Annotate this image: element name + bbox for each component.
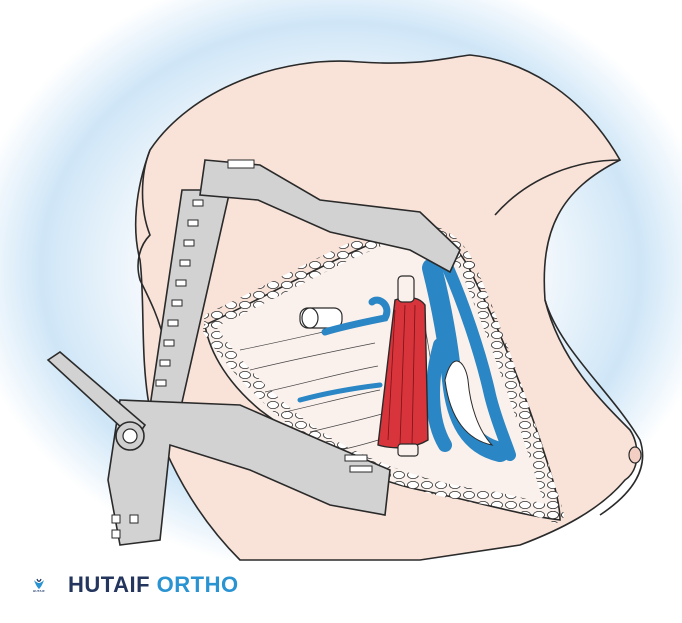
fat-border-right xyxy=(460,260,564,523)
brand-name-secondary: ORTHO xyxy=(156,572,239,597)
screw-icon xyxy=(115,421,145,451)
brand-name: HUTAIF ORTHO xyxy=(68,572,239,598)
vessel-gap xyxy=(444,360,494,446)
brand-mark: HUTAIF xyxy=(28,578,50,593)
muscle-flap xyxy=(377,275,429,457)
body-contour-upper xyxy=(494,159,621,216)
retractor-icon xyxy=(46,159,461,546)
logo-icon xyxy=(34,578,44,589)
nipple-shape xyxy=(628,446,642,464)
brand-mark-text: HUTAIF xyxy=(33,588,45,593)
nerve-structure xyxy=(299,307,343,329)
brand-logo: HUTAIF HUTAIF ORTHO xyxy=(28,572,239,598)
brand-name-primary: HUTAIF xyxy=(68,572,151,597)
head-contour xyxy=(137,149,166,346)
body-contour xyxy=(544,299,644,516)
